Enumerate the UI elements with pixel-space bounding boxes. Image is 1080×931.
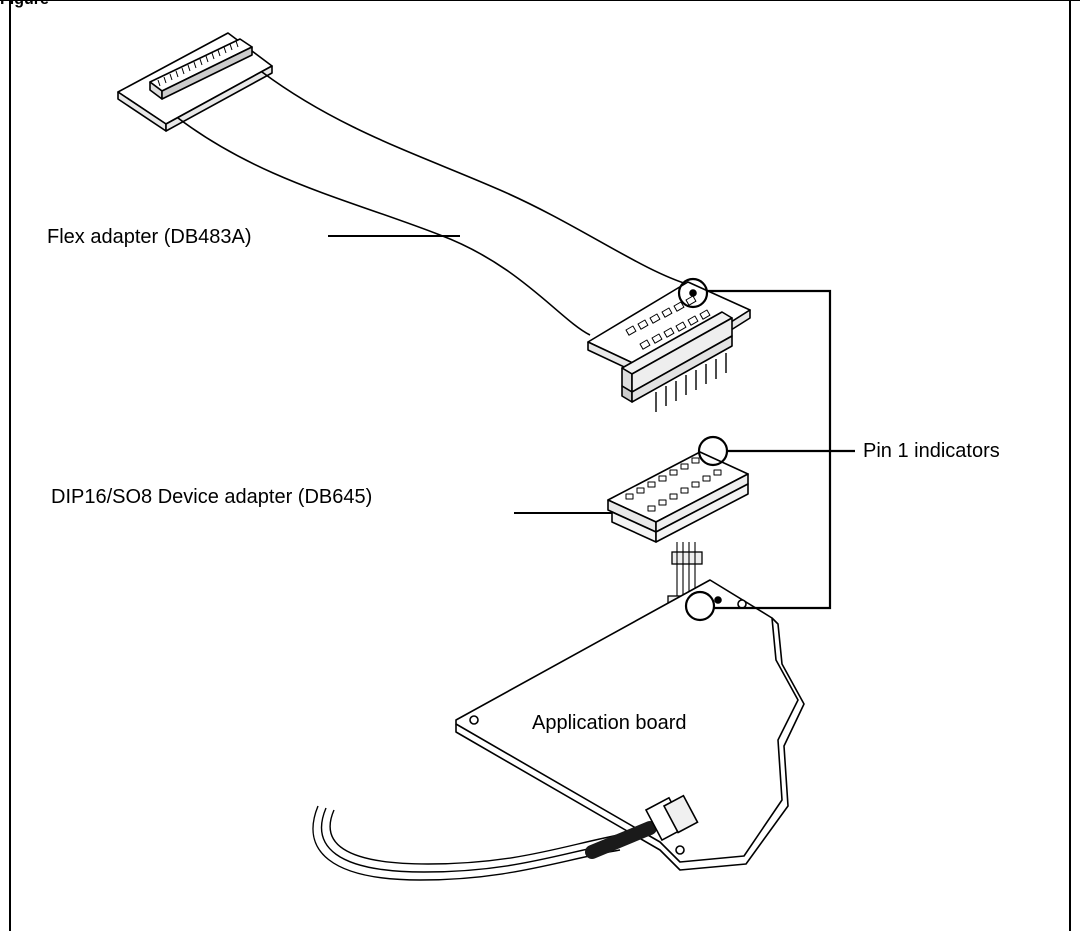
pin1-circle-board xyxy=(684,590,716,622)
flex-adapter-illustration xyxy=(117,32,751,412)
flex-adapter-label: Flex adapter (DB483A) xyxy=(47,226,252,248)
application-board-label: Application board xyxy=(532,712,687,734)
pin1-circle-flex xyxy=(677,277,709,309)
pin1-leader-lines xyxy=(707,289,832,610)
flex-bottom-connector xyxy=(587,281,751,412)
pin1-indicator-markers xyxy=(677,277,855,622)
flex-top-connector xyxy=(117,32,273,132)
label-leader-lines xyxy=(328,235,612,514)
device-adapter-label: DIP16/SO8 Device adapter (DB645) xyxy=(51,486,373,508)
coax-cable-illustration xyxy=(312,794,699,881)
figure-heading: Figure xyxy=(0,0,49,9)
flex-ribbon-cable xyxy=(177,71,691,336)
device-adapter-illustration xyxy=(607,451,749,543)
application-board-illustration xyxy=(455,579,805,871)
pin1-indicators-label: Pin 1 indicators xyxy=(863,440,1000,462)
